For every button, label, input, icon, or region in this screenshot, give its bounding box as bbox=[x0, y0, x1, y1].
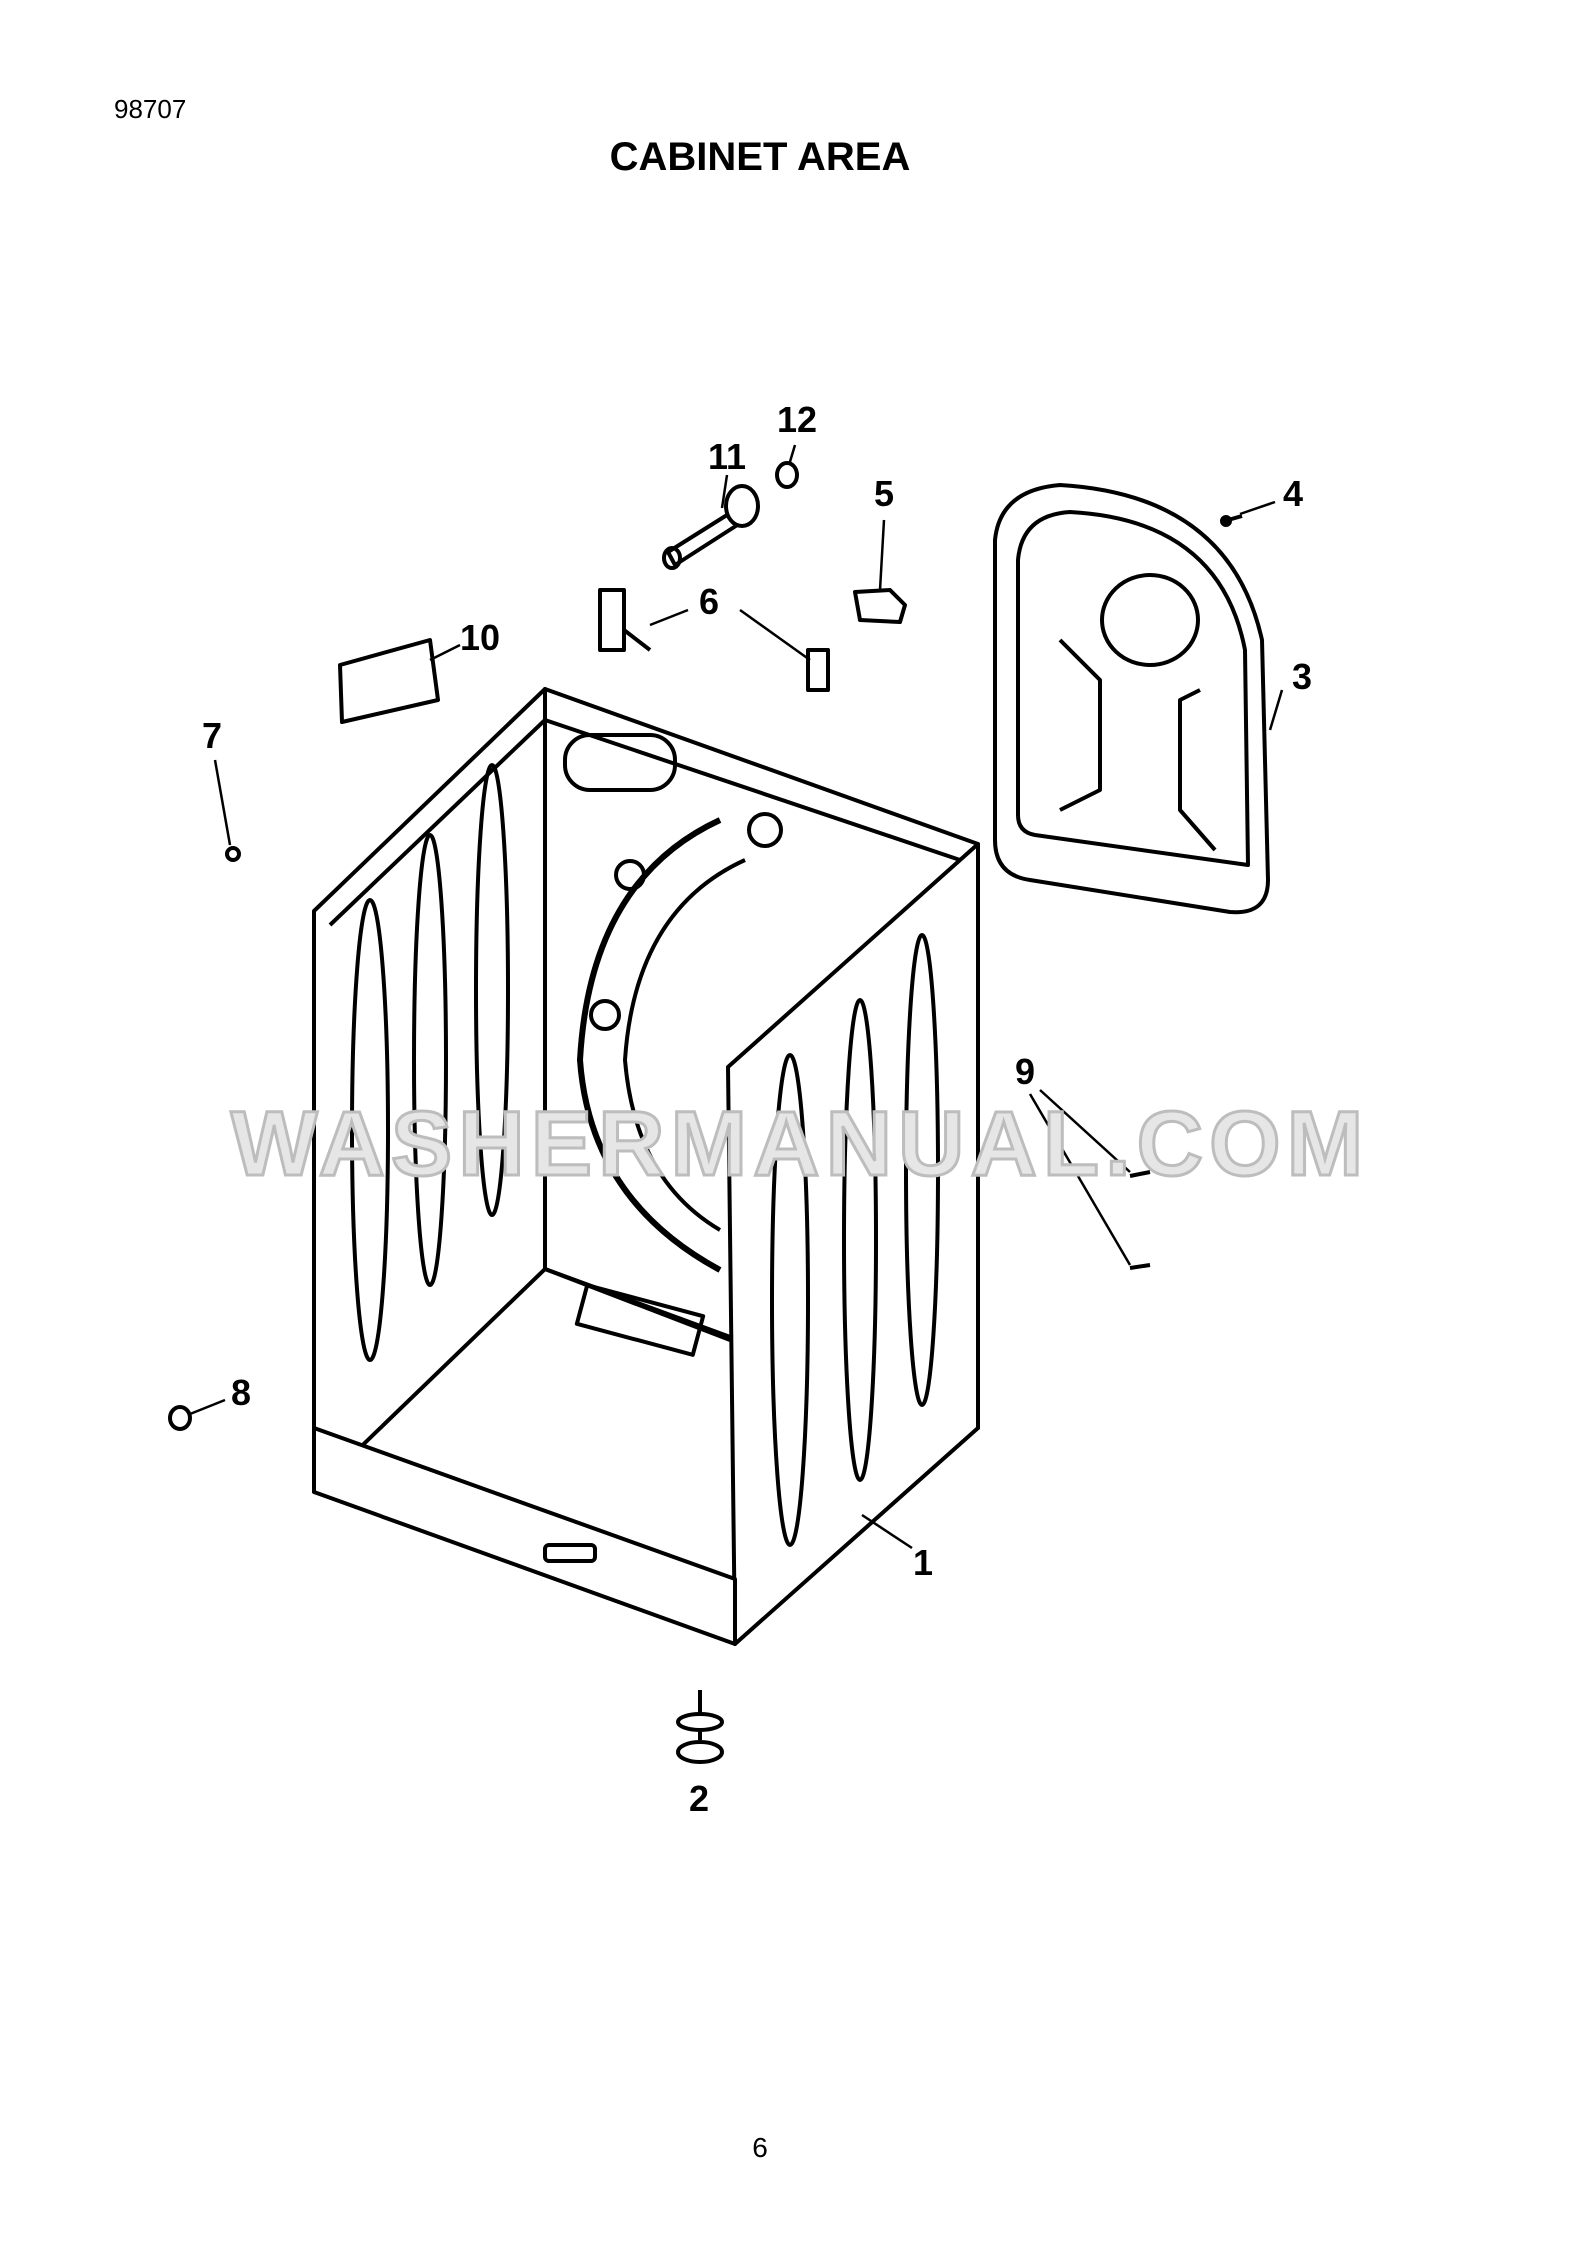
callout-5: 5 bbox=[874, 473, 894, 514]
washer-part-12 bbox=[775, 461, 799, 489]
manual-part-10 bbox=[338, 638, 440, 724]
watermark: WASHERMANUAL.COM bbox=[231, 1093, 1370, 1195]
clip-part-6 bbox=[598, 588, 830, 692]
screws-part-9 bbox=[1129, 1170, 1151, 1270]
bracket-part-5 bbox=[853, 588, 907, 624]
cabinet-part-1 bbox=[312, 687, 980, 1646]
callout-7: 7 bbox=[202, 715, 222, 756]
callout-8: 8 bbox=[231, 1372, 251, 1413]
page-title: CABINET AREA bbox=[609, 135, 911, 179]
callout-10: 10 bbox=[460, 617, 500, 658]
callout-6: 6 bbox=[699, 581, 719, 622]
rear-panel-part-3 bbox=[993, 483, 1270, 915]
page-number: 6 bbox=[752, 2132, 768, 2163]
pin-part-11 bbox=[662, 484, 760, 570]
document-number: 98707 bbox=[114, 94, 187, 124]
callout-1: 1 bbox=[913, 1542, 933, 1583]
callout-12: 12 bbox=[777, 399, 817, 440]
callout-2: 2 bbox=[689, 1778, 709, 1819]
foot-part-2 bbox=[676, 1690, 724, 1764]
callout-3: 3 bbox=[1292, 656, 1312, 697]
screw-part-4 bbox=[1220, 514, 1243, 527]
callout-4: 4 bbox=[1283, 473, 1303, 514]
screw-part-7 bbox=[225, 846, 241, 862]
callout-11: 11 bbox=[708, 436, 746, 477]
leader-lines bbox=[189, 444, 1284, 1550]
nut-part-8 bbox=[168, 1405, 192, 1431]
callout-9: 9 bbox=[1015, 1051, 1035, 1092]
